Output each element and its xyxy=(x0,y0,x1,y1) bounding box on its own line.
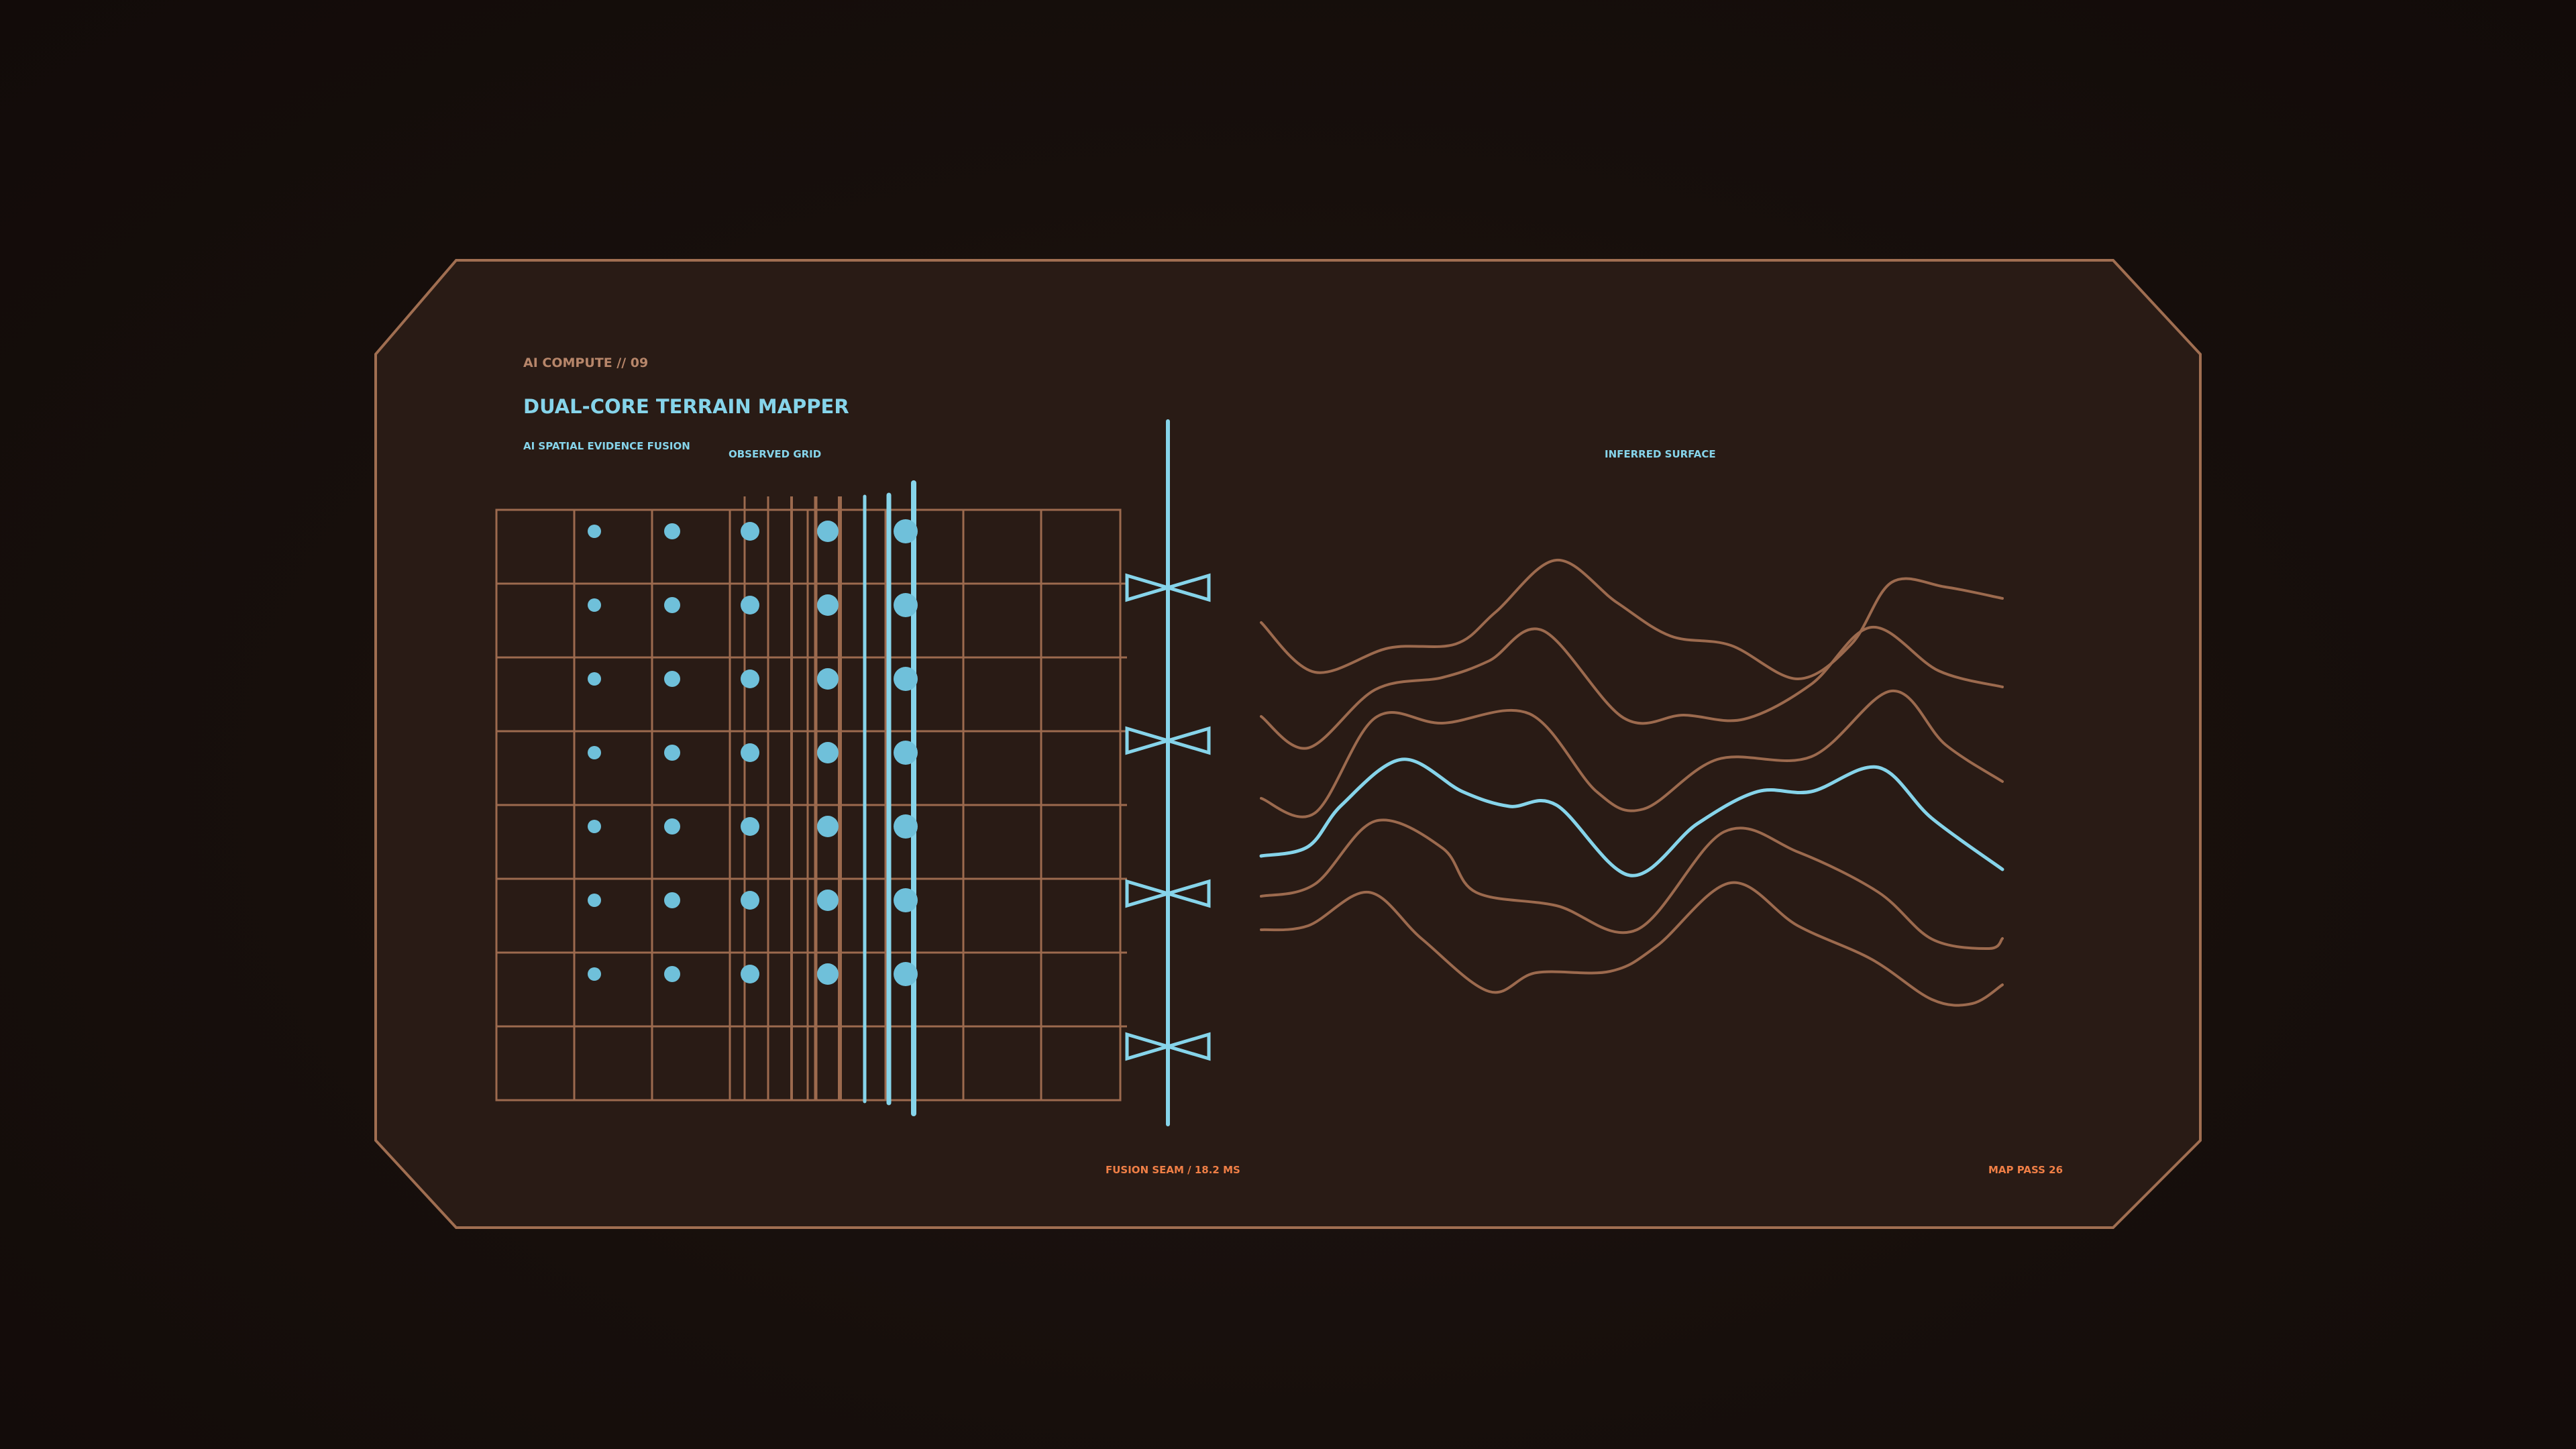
inferred-surface-label: INFERRED SURFACE xyxy=(1605,448,1716,460)
seam-bowtie-connector xyxy=(1125,573,1211,602)
evidence-dot xyxy=(817,890,839,911)
evidence-dot xyxy=(664,597,680,613)
evidence-dot xyxy=(894,888,918,912)
evidence-dot xyxy=(817,742,839,763)
evidence-dot xyxy=(817,963,839,985)
evidence-dot xyxy=(817,816,839,837)
seam-connectors xyxy=(1125,573,1211,1061)
surface-curve-highlight xyxy=(1259,757,2004,877)
page-title: DUAL-CORE TERRAIN MAPPER xyxy=(523,395,849,418)
evidence-dot xyxy=(664,671,680,687)
map-pass-label: MAP PASS 26 xyxy=(1988,1164,2063,1176)
evidence-dot xyxy=(588,820,601,833)
evidence-dot xyxy=(894,593,918,617)
surface-curve xyxy=(1260,881,2004,1007)
seam-bowtie-connector xyxy=(1125,1032,1211,1061)
evidence-dot xyxy=(664,745,680,761)
seam-bowtie-connector xyxy=(1125,726,1211,755)
evidence-dot xyxy=(741,817,759,836)
evidence-dot xyxy=(588,525,601,538)
eyebrow-label: AI COMPUTE // 09 xyxy=(523,356,648,370)
evidence-dot xyxy=(741,965,759,983)
observed-grid-label: OBSERVED GRID xyxy=(729,448,821,460)
evidence-dot xyxy=(894,519,918,543)
evidence-dot xyxy=(894,667,918,691)
surface-curve xyxy=(1260,558,2004,681)
evidence-dot xyxy=(588,894,601,907)
observed-grid xyxy=(495,480,1127,1116)
evidence-dot xyxy=(741,669,759,688)
evidence-dot xyxy=(741,596,759,614)
evidence-dot xyxy=(741,891,759,910)
inferred-surface xyxy=(1259,558,2004,1007)
compression-lines xyxy=(743,480,916,1116)
surface-curve xyxy=(1260,818,2004,951)
evidence-dot xyxy=(664,892,680,908)
grid-lines xyxy=(496,510,1127,1100)
evidence-dot xyxy=(588,598,601,612)
evidence-dot xyxy=(588,672,601,686)
evidence-dot xyxy=(741,743,759,762)
fusion-seam-label: FUSION SEAM / 18.2 MS xyxy=(1106,1164,1240,1176)
evidence-dot xyxy=(741,522,759,541)
surface-curve xyxy=(1260,689,2004,818)
evidence-dot xyxy=(817,594,839,616)
surface-curve xyxy=(1260,625,2004,750)
fusion-seam xyxy=(1125,419,1211,1126)
evidence-dot xyxy=(664,966,680,982)
panel-frame xyxy=(374,259,2202,1229)
evidence-dot xyxy=(817,521,839,542)
subtitle-label: AI SPATIAL EVIDENCE FUSION xyxy=(523,440,690,452)
evidence-dot xyxy=(894,962,918,986)
evidence-dot xyxy=(817,668,839,690)
evidence-dot xyxy=(894,814,918,839)
evidence-dot xyxy=(894,741,918,765)
evidence-dots xyxy=(588,519,918,986)
evidence-dot xyxy=(664,818,680,835)
evidence-dot xyxy=(588,967,601,981)
evidence-dot xyxy=(664,523,680,539)
seam-bowtie-connector xyxy=(1125,879,1211,908)
evidence-dot xyxy=(588,746,601,759)
